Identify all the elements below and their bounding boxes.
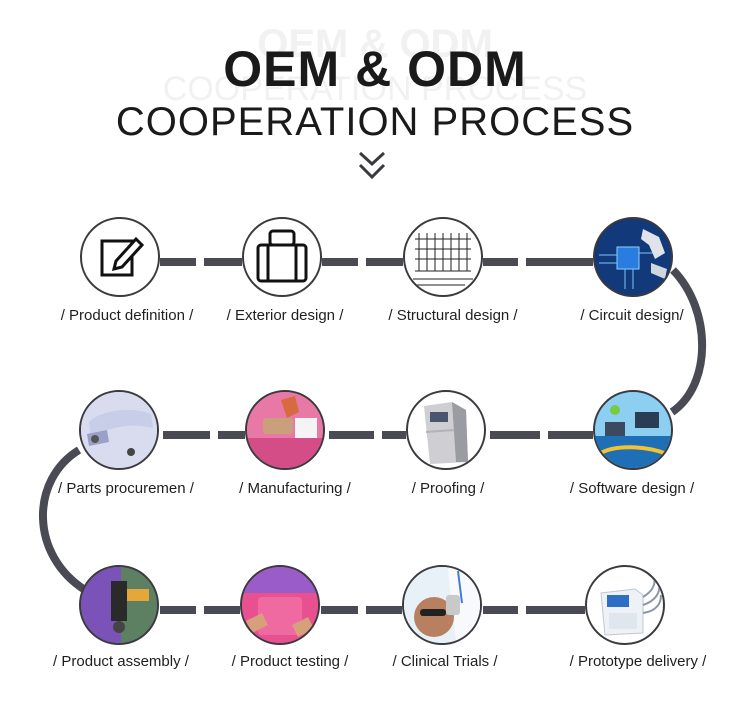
manufacturing-icon bbox=[245, 390, 325, 470]
page-title: OEM & ODM bbox=[223, 41, 527, 97]
parts-procurement-icon bbox=[79, 390, 159, 470]
circuit-design-icon bbox=[593, 217, 673, 297]
step-label-manufacturing: / Manufacturing / bbox=[239, 480, 351, 497]
double-chevron-down-icon bbox=[358, 151, 386, 180]
software-design-icon bbox=[593, 390, 673, 470]
background-watermark-subheading: COOPERATION PROCESS bbox=[162, 70, 588, 108]
step-label-circuit-design: / Circuit design/ bbox=[580, 307, 684, 324]
step-label-structural-design: / Structural design / bbox=[388, 307, 518, 324]
proofing-icon bbox=[406, 390, 486, 470]
structural-design-icon bbox=[403, 217, 483, 297]
exterior-design-icon bbox=[242, 217, 322, 297]
product-assembly-icon bbox=[79, 565, 159, 645]
background-watermark-heading: OEM & ODM bbox=[257, 22, 493, 66]
step-label-product-definition: / Product definition / bbox=[60, 307, 194, 324]
step-label-prototype-delivery: / Prototype delivery / bbox=[569, 653, 707, 670]
step-label-exterior-design: / Exterior design / bbox=[226, 307, 344, 324]
page-subtitle: COOPERATION PROCESS bbox=[115, 100, 635, 144]
step-label-clinical-trials: / Clinical Trials / bbox=[392, 653, 498, 670]
clinical-trials-icon bbox=[402, 565, 482, 645]
step-label-product-testing: / Product testing / bbox=[231, 653, 349, 670]
step-label-proofing: / Proofing / bbox=[411, 480, 485, 497]
step-label-product-assembly: / Product assembly / bbox=[53, 653, 189, 670]
step-label-software-design: / Software design / bbox=[569, 480, 695, 497]
product-testing-icon bbox=[240, 565, 320, 645]
step-label-parts-procurement: / Parts procuremen / bbox=[58, 480, 194, 497]
product-definition-icon bbox=[80, 217, 160, 297]
prototype-delivery-icon bbox=[585, 565, 665, 645]
